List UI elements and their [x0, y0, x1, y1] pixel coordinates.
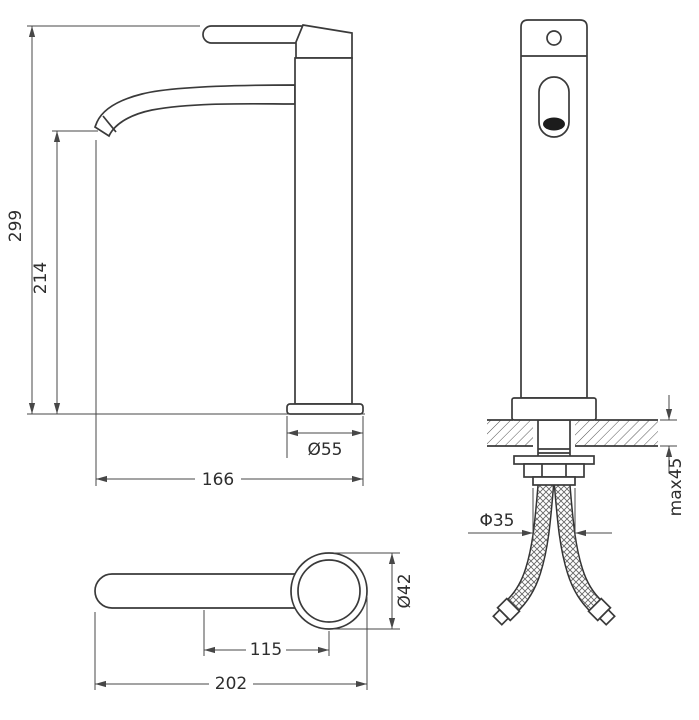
spout-outline — [93, 84, 296, 138]
dim-total-length: 202 — [94, 597, 368, 694]
mounting-nut — [523, 463, 585, 478]
faucet-body — [294, 57, 353, 405]
handle-top — [94, 573, 320, 609]
hose-collar — [532, 476, 576, 486]
dim-inlet-diameter: Φ35 — [468, 488, 612, 540]
washer — [513, 455, 595, 465]
aerator-line — [102, 115, 117, 133]
flexible-hoses — [492, 482, 616, 626]
front-view: 299 214 Ø55 166 — [6, 24, 365, 490]
dim-label-max45: max45 — [666, 458, 686, 517]
hose-left — [506, 482, 553, 613]
dim-spout-height: 214 — [31, 130, 98, 414]
dim-body-diameter: Ø42 — [334, 552, 415, 630]
hose-right — [555, 482, 602, 613]
base-flange-side — [511, 397, 597, 421]
dim-label-214: 214 — [31, 262, 51, 294]
counter-hatch-left — [487, 420, 533, 446]
dim-label-202: 202 — [215, 674, 247, 694]
body-inner-circle — [297, 559, 361, 623]
handle-cap — [295, 24, 353, 59]
dim-handle-offset: 115 — [203, 610, 330, 660]
counter-hatch-right — [575, 420, 658, 446]
body-side — [520, 19, 588, 399]
dim-max-mount-thickness: max45 — [660, 395, 686, 516]
base-flange — [286, 403, 364, 415]
handle-lever — [202, 25, 310, 44]
spout-hole — [543, 117, 565, 131]
hose-right-fitting — [587, 597, 616, 626]
dim-label-phi35: Φ35 — [479, 511, 514, 531]
dim-label-299: 299 — [6, 210, 26, 242]
top-view: Ø42 115 202 — [94, 552, 415, 694]
dim-spout-reach: 166 — [95, 140, 363, 490]
dim-label-166: 166 — [202, 470, 234, 490]
dim-label-o55: Ø55 — [307, 440, 342, 460]
set-screw — [546, 30, 562, 46]
hose-left-fitting — [492, 597, 521, 626]
side-view: Φ35 max45 — [468, 19, 686, 626]
dim-base-diameter: Ø55 — [286, 416, 364, 486]
dim-label-o42: Ø42 — [395, 573, 415, 608]
dim-label-115: 115 — [250, 640, 282, 660]
dim-total-height: 299 — [6, 25, 200, 414]
mounting-shank — [537, 419, 571, 459]
